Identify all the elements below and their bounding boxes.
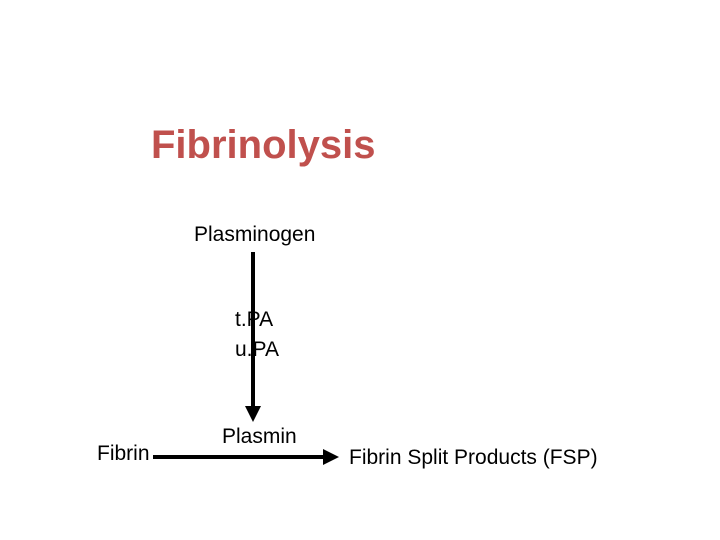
node-plasminogen: Plasminogen [194, 223, 316, 246]
node-plasmin: Plasmin [222, 425, 297, 448]
node-tpa: t.PA [235, 308, 274, 331]
node-fibrin: Fibrin [97, 442, 150, 465]
node-upa: u.PA [235, 338, 279, 361]
node-fibrin-split-products: Fibrin Split Products (FSP) [349, 446, 598, 469]
slide-title: Fibrinolysis [151, 123, 376, 167]
